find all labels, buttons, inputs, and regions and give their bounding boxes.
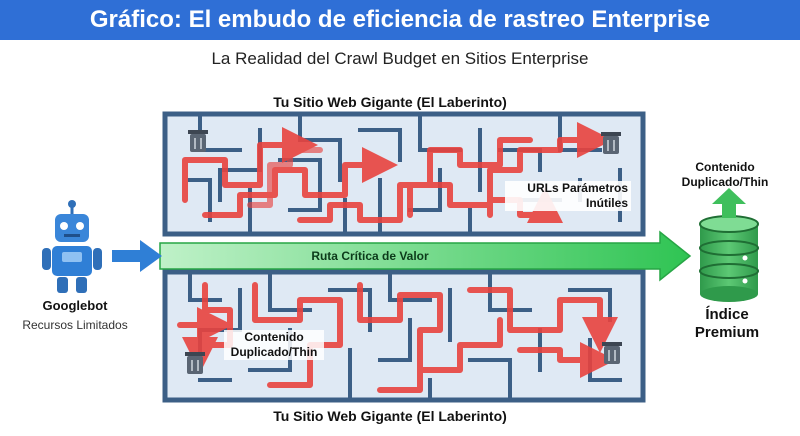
- googlebot-subtitle: Recursos Limitados: [22, 318, 128, 332]
- robot-icon: [42, 200, 102, 293]
- maze-title-top: Tu Sitio Web Gigante (El Laberinto): [273, 94, 507, 110]
- trash-icon: [601, 132, 621, 154]
- arrow-up-icon: [712, 188, 746, 218]
- duplicate-content-label: Contenido Duplicado/Thin: [224, 330, 324, 360]
- premium-index-label: Índice Premium: [694, 306, 760, 341]
- googlebot-label: Googlebot: [42, 298, 108, 313]
- params-urls-label: URLs Parámetros Inútiles: [505, 181, 631, 211]
- maze-title-bottom: Tu Sitio Web Gigante (El Laberinto): [273, 408, 507, 424]
- maze-top: [162, 111, 646, 237]
- page-subtitle: La Realidad del Crawl Budget en Sitios E…: [211, 49, 589, 68]
- arrow-right-icon: [112, 240, 162, 272]
- page-title: Gráfico: El embudo de eficiencia de rast…: [89, 6, 711, 33]
- trash-icon: [602, 342, 622, 364]
- trash-icon: [185, 352, 205, 374]
- database-icon: [699, 215, 759, 302]
- trash-icon: [188, 130, 208, 152]
- critical-route-arrow: [159, 230, 692, 282]
- title-banner: Gráfico: El embudo de eficiencia de rast…: [0, 0, 800, 40]
- duplicate-content-index-label: Contenido Duplicado/Thin: [681, 160, 769, 189]
- critical-route-label: Ruta Crítica de Valor: [311, 249, 429, 263]
